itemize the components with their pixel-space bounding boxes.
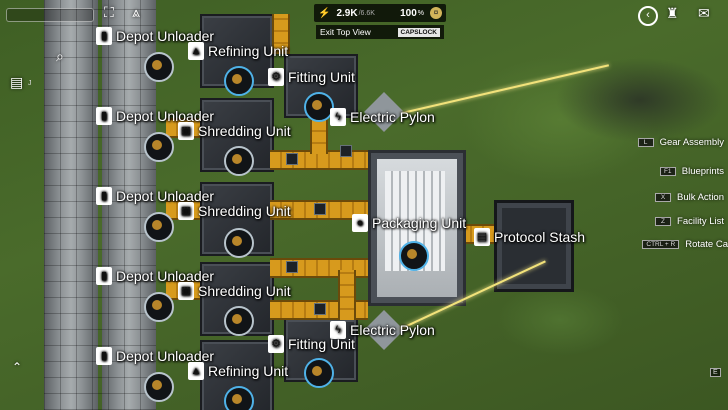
packaging-icon: ● bbox=[352, 214, 368, 232]
label-depot-unloader: ▮Depot Unloader bbox=[96, 347, 214, 365]
label-shredding-unit: ▦Shredding Unit bbox=[178, 122, 291, 140]
belt-item bbox=[340, 145, 352, 157]
label-depot-unloader: ▮Depot Unloader bbox=[96, 27, 214, 45]
operator-icon[interactable]: ♜ bbox=[666, 5, 679, 21]
search-bar[interactable] bbox=[6, 8, 94, 22]
exit-top-view-label: Exit Top View bbox=[320, 27, 371, 37]
depot-icon: ▮ bbox=[96, 27, 112, 45]
notification-icon[interactable]: ✉ bbox=[698, 5, 710, 21]
label-depot-unloader: ▮Depot Unloader bbox=[96, 267, 214, 285]
label-depot-unloader: ▮Depot Unloader bbox=[96, 187, 214, 205]
percent-unit: % bbox=[417, 9, 424, 17]
belt-item bbox=[314, 203, 326, 215]
power-icon: ⚡ bbox=[318, 7, 331, 19]
packaging-unit[interactable] bbox=[368, 150, 466, 306]
conveyor bbox=[272, 14, 290, 54]
pylon-icon: ϟ bbox=[330, 108, 346, 126]
depot-output-port[interactable] bbox=[144, 212, 174, 242]
belt-item bbox=[286, 153, 298, 165]
expand-up-icon[interactable]: ⌃ bbox=[12, 360, 23, 374]
depot-icon: ▮ bbox=[96, 347, 112, 365]
map-search-icon[interactable]: ⌕ bbox=[56, 48, 64, 64]
depot-strip-left bbox=[44, 0, 98, 410]
shredding-icon: ▦ bbox=[178, 202, 194, 220]
label-depot-unloader: ▮Depot Unloader bbox=[96, 107, 214, 125]
depot-output-port[interactable] bbox=[144, 292, 174, 322]
depot-icon: ▮ bbox=[96, 187, 112, 205]
refining-icon: ▲ bbox=[188, 362, 204, 380]
label-packaging-unit: ●Packaging Unit bbox=[352, 214, 466, 232]
exit-top-view-button[interactable]: Exit Top View CAPSLOCK bbox=[316, 25, 444, 39]
corner-key[interactable]: E bbox=[710, 368, 721, 377]
fitting-port[interactable] bbox=[304, 358, 334, 388]
belt-item bbox=[286, 261, 298, 273]
log-key: J bbox=[28, 80, 32, 87]
shredding-port[interactable] bbox=[224, 306, 254, 336]
label-protocol-stash: ▤Protocol Stash bbox=[474, 228, 585, 246]
hierarchy-icon[interactable]: ⛶ bbox=[104, 4, 114, 20]
fitting-port[interactable] bbox=[304, 92, 334, 122]
label-refining-unit: ▲Refining Unit bbox=[188, 362, 288, 380]
refining-port[interactable] bbox=[224, 66, 254, 96]
shredding-port[interactable] bbox=[224, 146, 254, 176]
log-icon[interactable]: ▤ bbox=[10, 74, 24, 90]
refining-icon: ▲ bbox=[188, 42, 204, 60]
capslock-key: CAPSLOCK bbox=[397, 27, 440, 37]
resource-bar: ⚡ 2.9K /6.6K 100 % ¤ bbox=[314, 4, 446, 22]
power-value: 2.9K bbox=[336, 7, 358, 19]
packaging-port[interactable] bbox=[399, 241, 429, 271]
coin-icon: ¤ bbox=[430, 7, 442, 19]
building-icon[interactable]: ⩓ bbox=[132, 4, 140, 20]
depot-output-port[interactable] bbox=[144, 52, 174, 82]
shredding-port[interactable] bbox=[224, 228, 254, 258]
depot-grid bbox=[44, 0, 156, 410]
pylon-icon: ϟ bbox=[330, 321, 346, 339]
conveyor bbox=[310, 112, 328, 154]
depot-output-port[interactable] bbox=[144, 372, 174, 402]
depot-icon: ▮ bbox=[96, 107, 112, 125]
power-max: /6.6K bbox=[358, 9, 375, 17]
label-shredding-unit: ▦Shredding Unit bbox=[178, 202, 291, 220]
fitting-icon: ⚙ bbox=[268, 68, 284, 86]
refining-port[interactable] bbox=[224, 386, 254, 410]
fitting-icon: ⚙ bbox=[268, 335, 284, 353]
shredding-icon: ▦ bbox=[178, 122, 194, 140]
percent-value: 100 bbox=[400, 7, 417, 19]
shredding-icon: ▦ bbox=[178, 282, 194, 300]
conveyor bbox=[338, 270, 356, 320]
stash-icon: ▤ bbox=[474, 228, 490, 246]
label-fitting-unit: ⚙Fitting Unit bbox=[268, 68, 355, 86]
label-fitting-unit: ⚙Fitting Unit bbox=[268, 335, 355, 353]
label-shredding-unit: ▦Shredding Unit bbox=[178, 282, 291, 300]
depot-output-port[interactable] bbox=[144, 132, 174, 162]
label-refining-unit: ▲Refining Unit bbox=[188, 42, 288, 60]
belt-item bbox=[314, 303, 326, 315]
back-button[interactable]: ‹ bbox=[638, 6, 658, 26]
depot-icon: ▮ bbox=[96, 267, 112, 285]
